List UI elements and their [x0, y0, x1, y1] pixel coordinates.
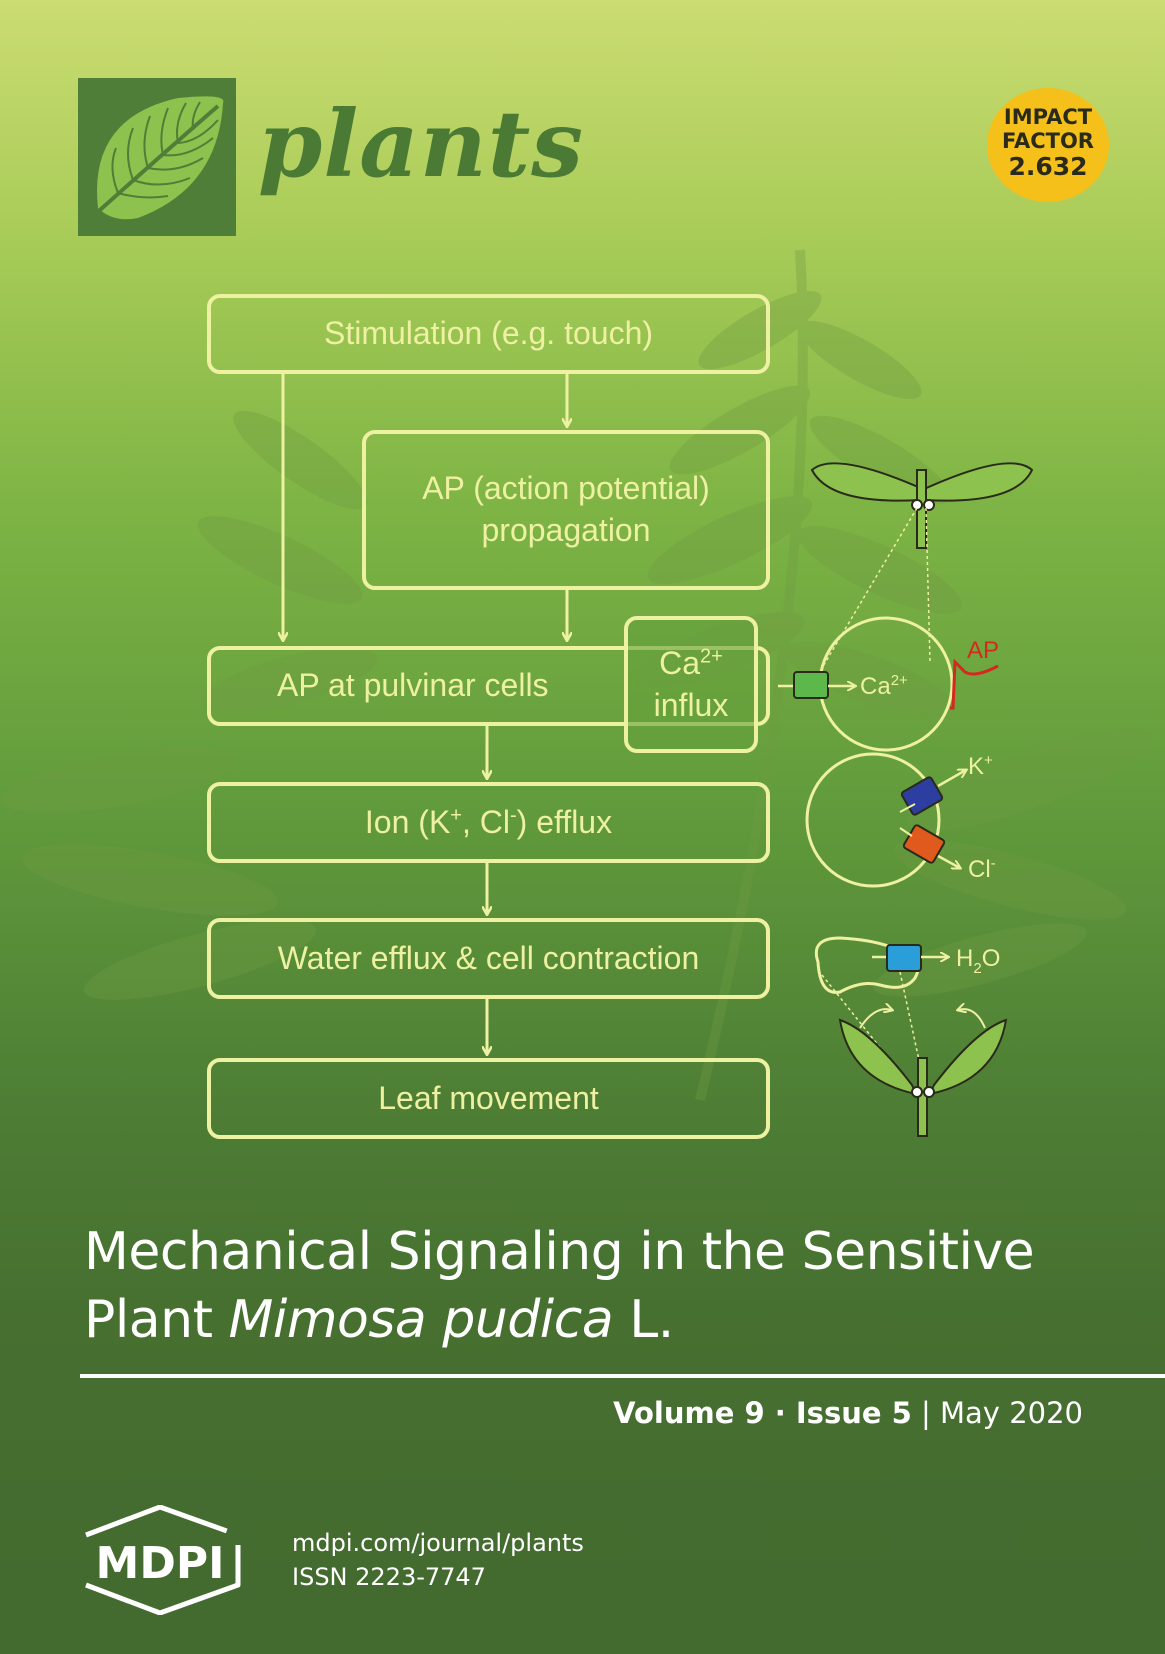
ap-label: AP [967, 637, 999, 664]
journal-url[interactable]: mdpi.com/journal/plants [292, 1529, 584, 1557]
issue-label: Issue 5 [795, 1396, 912, 1430]
box-water-text: Water efflux & cell contraction [277, 939, 700, 976]
svg-text:Ca2+: Ca2+ [860, 672, 908, 700]
water-channel-icon [886, 944, 922, 972]
box-ca-line2: influx [653, 686, 729, 723]
title-divider [80, 1374, 1165, 1378]
cl-channel-icon [902, 824, 946, 864]
box-ion-text: Ion (K+, Cl-) efflux [364, 803, 613, 840]
publisher-info: mdpi.com/journal/plants ISSN 2223-7747 [292, 1526, 584, 1594]
svg-text:K+: K+ [968, 752, 993, 780]
journal-name: plants [258, 90, 585, 198]
article-title-line2: Plant Mimosa pudica L. [84, 1290, 674, 1350]
leaf-logo-icon [97, 96, 224, 220]
cell-water-efflux-icon [814, 936, 920, 994]
mimosa-closed-leaf-icon [838, 1009, 1008, 1137]
box-ap-line2: propagation [481, 512, 651, 548]
box-ca-influx: Ca2+ influx [624, 616, 758, 753]
box-stimulation: Stimulation (e.g. touch) [207, 294, 770, 374]
ap-trace-icon [950, 658, 999, 710]
article-title: Mechanical Signaling in the Sensitive Pl… [84, 1218, 1124, 1354]
journal-logo [78, 78, 236, 236]
impact-label-line1: IMPACT [1003, 105, 1093, 129]
box-stimulation-text: Stimulation (e.g. touch) [323, 315, 654, 352]
box-ap-pulvinar-text: AP at pulvinar cells [277, 667, 549, 704]
box-ap-propagation: AP (action potential) propagation [362, 430, 770, 590]
svg-text:Cl-: Cl- [968, 855, 996, 883]
issue-date: May 2020 [940, 1396, 1083, 1430]
impact-factor-value: 2.632 [1008, 152, 1088, 181]
box-water-efflux: Water efflux & cell contraction [207, 918, 770, 999]
box-ion-efflux: Ion (K+, Cl-) efflux [207, 782, 770, 863]
article-title-line1: Mechanical Signaling in the Sensitive [84, 1222, 1035, 1282]
cell-ion-efflux-icon [805, 752, 941, 888]
impact-label-line2: FACTOR [1002, 129, 1094, 153]
issue-info: Volume 9 · Issue 5 | May 2020 [613, 1396, 1083, 1430]
box-ap-line1: AP (action potential) [422, 470, 710, 507]
ca-channel-icon [793, 671, 829, 699]
impact-factor-badge: IMPACT FACTOR 2.632 [987, 88, 1109, 202]
svg-text:MDPI: MDPI [96, 1538, 225, 1589]
mdpi-logo: MDPI [85, 1505, 241, 1615]
box-ca-line1: Ca2+ [659, 644, 723, 681]
box-leaf-text: Leaf movement [378, 1079, 599, 1116]
volume-label: Volume 9 [613, 1396, 765, 1430]
box-leaf-movement: Leaf movement [207, 1058, 770, 1139]
mimosa-open-leaf-icon [810, 462, 1034, 549]
svg-text:H2O: H2O [956, 945, 1000, 977]
box-ap-pulvinar: AP at pulvinar cells [207, 646, 770, 726]
issn: ISSN 2223-7747 [292, 1563, 486, 1591]
